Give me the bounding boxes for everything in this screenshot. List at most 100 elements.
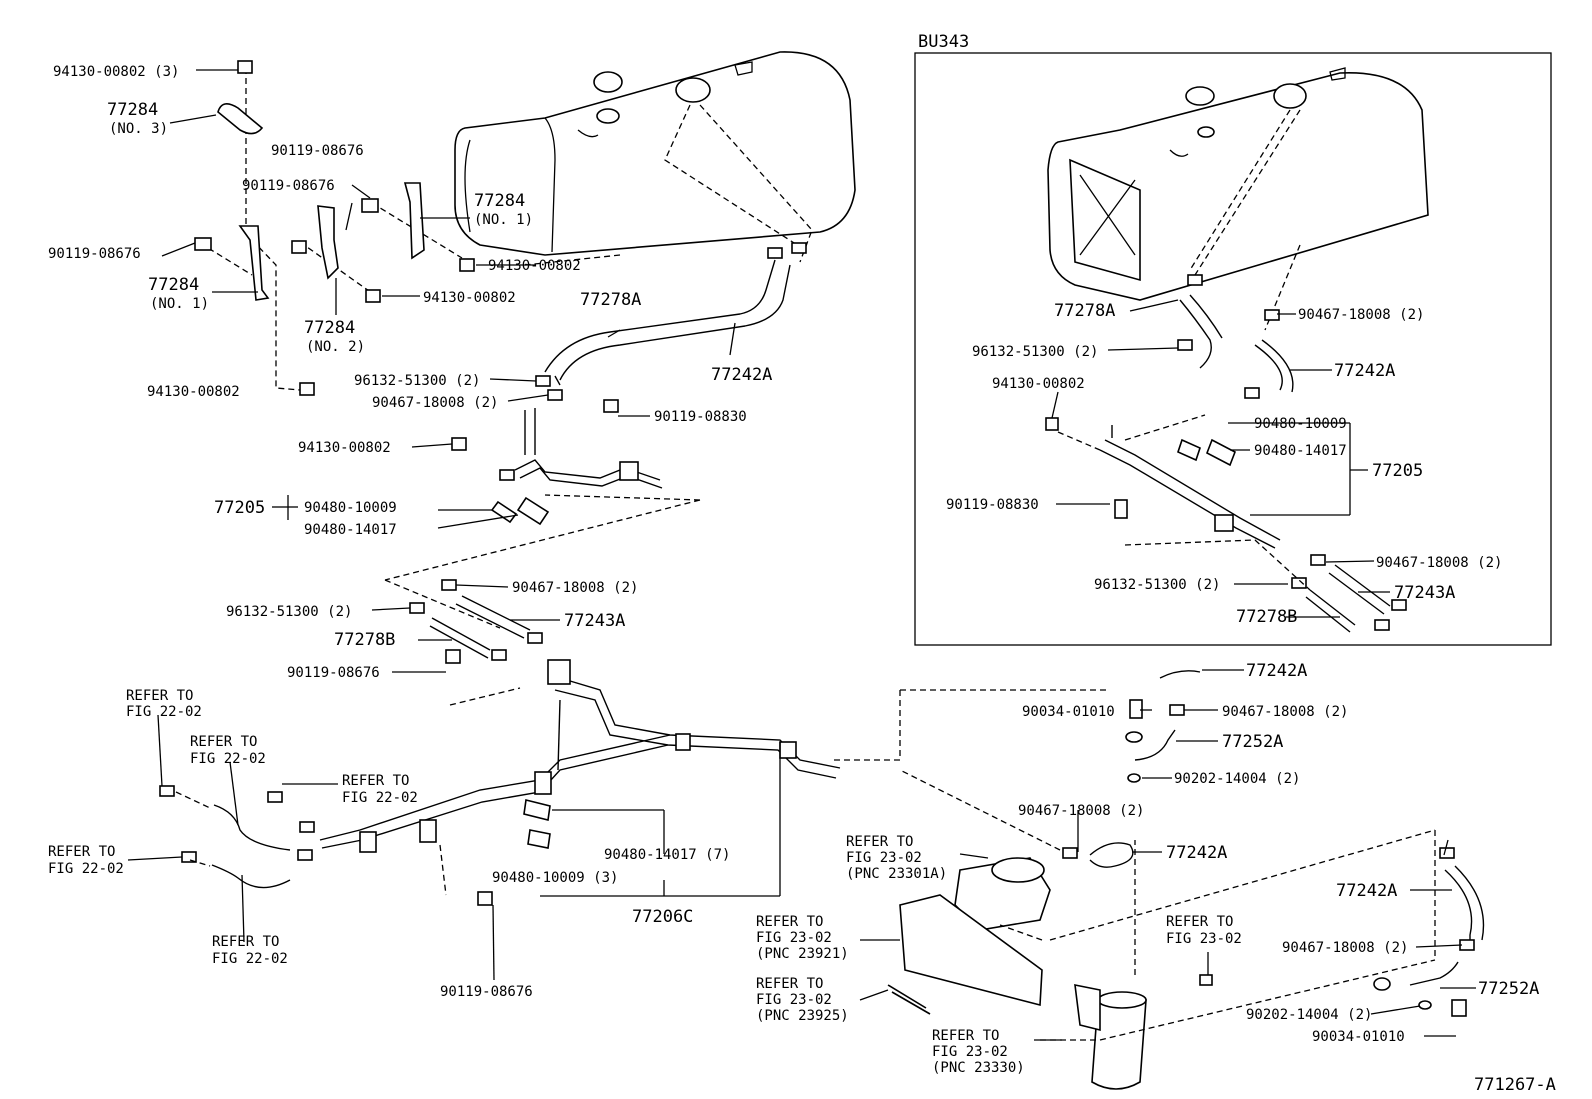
joints-upper: [490, 496, 550, 526]
clamps-left: [159, 785, 315, 863]
label: FIG 22-02: [126, 704, 202, 720]
label: FIG 23-02: [932, 1044, 1008, 1060]
label: 90119-08676: [48, 246, 141, 262]
label: 94130-00802: [147, 384, 240, 400]
label: 90467-18008 (2): [1018, 803, 1144, 819]
label: REFER TO: [1166, 914, 1233, 930]
label: 90119-08830: [946, 497, 1039, 513]
label: 77284: [474, 191, 525, 211]
label: REFER TO: [190, 734, 257, 750]
clamps-upper: [499, 242, 807, 481]
label: 77242A: [1166, 843, 1227, 863]
label: 90119-08676: [440, 984, 533, 1000]
figure-id: 771267-A: [1474, 1075, 1556, 1095]
bracket-77284-no3: [217, 60, 264, 135]
label: 77278A: [1054, 301, 1115, 321]
label: FIG 23-02: [756, 992, 832, 1008]
label: REFER TO: [756, 976, 823, 992]
label: 90119-08830: [654, 409, 747, 425]
label: 90467-18008 (2): [1376, 555, 1502, 571]
label: 90034-01010: [1022, 704, 1115, 720]
label: 90202-14004 (2): [1174, 771, 1300, 787]
label: 94130-00802 (3): [53, 64, 179, 80]
inset-clamps: [1177, 274, 1407, 631]
label: 77205: [214, 498, 265, 518]
joints-lower: [523, 799, 551, 849]
label: 77284: [304, 318, 355, 338]
label: 90480-10009: [1254, 416, 1347, 432]
bracket-77284-no2: [317, 205, 339, 280]
label: 77242A: [1246, 661, 1307, 681]
inset-tube-assembly: [1045, 417, 1281, 549]
label: 77242A: [1334, 361, 1395, 381]
label: (NO. 1): [150, 296, 209, 312]
label: 90202-14004 (2): [1246, 1007, 1372, 1023]
label: 90467-18008 (2): [512, 580, 638, 596]
label: 94130-00802: [992, 376, 1085, 392]
label: REFER TO: [342, 773, 409, 789]
label: 77284: [148, 275, 199, 295]
label: 90480-14017: [304, 522, 397, 538]
label: 90467-18008 (2): [372, 395, 498, 411]
inset-tank: [1047, 67, 1429, 301]
label: 77252A: [1478, 979, 1539, 999]
plug-90034: [1129, 699, 1143, 719]
label: (PNC 23925): [756, 1008, 849, 1024]
label: 94130-00802: [298, 440, 391, 456]
label: REFER TO: [48, 844, 115, 860]
leader-lines: [127, 69, 1476, 1041]
label: 90119-08676: [242, 178, 335, 194]
bracket-77284-no1-left: [238, 225, 270, 301]
label: FIG 23-02: [756, 930, 832, 946]
label: 94130-00802: [488, 258, 581, 274]
label: 77278B: [1236, 607, 1297, 627]
label: (NO. 1): [474, 212, 533, 228]
fasteners-upper: [194, 198, 619, 906]
label: (PNC 23921): [756, 946, 849, 962]
label: FIG 22-02: [190, 751, 266, 767]
label: (NO. 3): [109, 121, 168, 137]
bracket-77284-no1-right: [403, 182, 425, 260]
label: 94130-00802: [423, 290, 516, 306]
label: REFER TO: [846, 834, 913, 850]
label: 90034-01010: [1312, 1029, 1405, 1045]
label: 77242A: [1336, 881, 1397, 901]
label: 77278B: [334, 630, 395, 650]
label: REFER TO: [126, 688, 193, 704]
label: 90119-08676: [271, 143, 364, 159]
label: FIG 23-02: [846, 850, 922, 866]
label: 96132-51300 (2): [226, 604, 352, 620]
label: 90467-18008 (2): [1282, 940, 1408, 956]
label: 90480-10009 (3): [492, 870, 618, 886]
label: REFER TO: [212, 934, 279, 950]
fuel-tank: [454, 51, 856, 256]
label: 90467-18008 (2): [1222, 704, 1348, 720]
fuel-filter-assembly: [887, 857, 1147, 1090]
label: 77242A: [711, 365, 772, 385]
label: FIG 23-02: [1166, 931, 1242, 947]
label: 96132-51300 (2): [354, 373, 480, 389]
main-tube-77206C: [319, 659, 841, 853]
label: 77205: [1372, 461, 1423, 481]
label: FIG 22-02: [342, 790, 418, 806]
label: 77243A: [1394, 583, 1455, 603]
label: 77278A: [580, 290, 641, 310]
label: 96132-51300 (2): [972, 344, 1098, 360]
label: 90119-08676: [287, 665, 380, 681]
label: 96132-51300 (2): [1094, 577, 1220, 593]
label: (PNC 23330): [932, 1060, 1025, 1076]
inset-title: BU343: [918, 32, 969, 52]
label: (NO. 2): [306, 339, 365, 355]
label: 90480-10009: [304, 500, 397, 516]
label: 77206C: [632, 907, 693, 927]
label: 77284: [107, 100, 158, 120]
label: REFER TO: [932, 1028, 999, 1044]
label: 77252A: [1222, 732, 1283, 752]
label: 90467-18008 (2): [1298, 307, 1424, 323]
label: 77243A: [564, 611, 625, 631]
label: FIG 22-02: [212, 951, 288, 967]
inset-frame: [914, 52, 1552, 646]
label: FIG 22-02: [48, 861, 124, 877]
